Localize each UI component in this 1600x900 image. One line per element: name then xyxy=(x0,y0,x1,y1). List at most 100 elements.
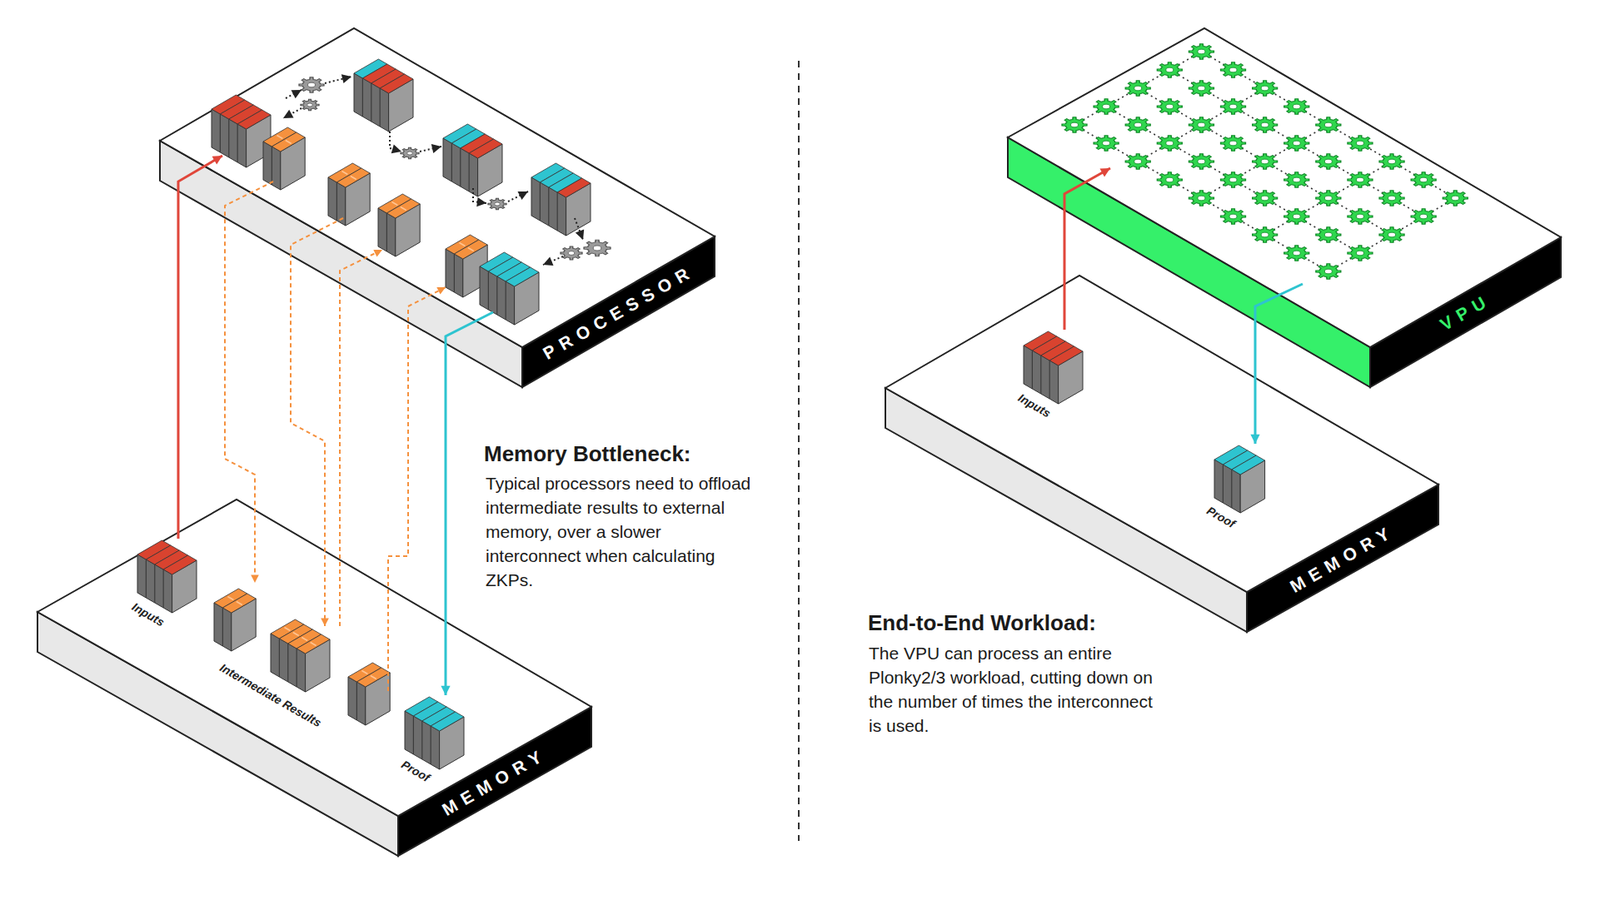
arrow-head xyxy=(320,618,329,627)
gear-icon xyxy=(1156,135,1182,151)
arrow-head xyxy=(575,229,584,241)
data-block xyxy=(214,588,256,652)
gear-icon xyxy=(1379,190,1405,206)
gear-link xyxy=(1328,198,1456,272)
data-block xyxy=(137,540,197,614)
data-flow-arrow xyxy=(178,155,223,539)
gear-icon xyxy=(1221,62,1247,78)
gear-icon xyxy=(1093,135,1119,151)
arrow-head xyxy=(436,287,446,295)
gear-icon xyxy=(1252,227,1278,243)
gear-icon xyxy=(1284,99,1310,115)
gear-icon xyxy=(1189,190,1215,206)
gear-icon xyxy=(1189,117,1215,133)
arrow-head xyxy=(440,686,450,696)
note-heading: End-to-End Workload: xyxy=(867,610,1097,637)
slab-label: VPU xyxy=(1435,289,1495,335)
data-block xyxy=(404,697,464,770)
gear-icon xyxy=(560,246,583,260)
block-label: Inputs xyxy=(1016,391,1053,421)
data-block xyxy=(531,163,591,236)
processor-slab: PROCESSOR xyxy=(159,28,715,388)
flow-arrow xyxy=(389,131,402,154)
transfer-arrow xyxy=(339,249,383,627)
arrow-head xyxy=(391,144,402,155)
gear-link xyxy=(1106,106,1361,254)
gear-icon xyxy=(1315,154,1341,170)
gear-icon xyxy=(1379,154,1405,170)
gear-icon xyxy=(1221,172,1247,188)
gear-icon xyxy=(1347,172,1373,188)
transfer-arrow xyxy=(388,287,446,692)
data-flow-arrow xyxy=(440,312,494,696)
arrow-head xyxy=(291,89,303,99)
gear-link xyxy=(1169,69,1424,217)
data-block xyxy=(270,619,330,693)
transfer-arrow xyxy=(290,218,344,627)
flow-arrow xyxy=(574,218,584,240)
arrow-head xyxy=(212,155,224,165)
flow-arrow xyxy=(283,108,302,119)
gear-icon xyxy=(1315,190,1341,206)
divider-line xyxy=(797,60,800,842)
block-label: Inputs xyxy=(129,600,167,630)
note-heading: Memory Bottleneck: xyxy=(483,441,692,468)
gear-icon xyxy=(1221,99,1247,115)
gear-icon xyxy=(1347,135,1373,151)
gear-icon xyxy=(1125,117,1151,133)
gear-link xyxy=(1265,161,1392,235)
gear-icon xyxy=(1156,99,1182,115)
data-block xyxy=(328,163,370,226)
data-flow-arrow xyxy=(1250,284,1303,444)
flow-arrow xyxy=(324,74,352,84)
arrow-head xyxy=(1100,168,1112,177)
flow-arrow xyxy=(543,256,564,266)
gear-icon xyxy=(1156,172,1182,188)
gear-icon xyxy=(400,147,419,160)
data-block-node: Inputs xyxy=(1002,329,1087,434)
arrow-head xyxy=(431,144,442,154)
gear-icon xyxy=(1221,209,1247,225)
arrow-head xyxy=(341,74,352,84)
gear-icon xyxy=(1284,245,1310,261)
gear-icon xyxy=(583,239,611,257)
arrow-head xyxy=(250,574,260,584)
arrow-head xyxy=(373,249,383,258)
data-flow-arrow xyxy=(1064,168,1111,330)
gear-icon xyxy=(488,198,507,210)
data-block xyxy=(443,124,503,197)
data-block xyxy=(211,94,271,168)
gear-icon xyxy=(1315,264,1341,280)
data-block xyxy=(1023,331,1083,404)
gear-icon xyxy=(1284,135,1310,151)
block-label: Proof xyxy=(1204,503,1238,531)
gear-link xyxy=(1137,88,1392,235)
gear-icon xyxy=(1221,135,1247,151)
gear-icon xyxy=(1125,154,1151,170)
arrow-head xyxy=(476,197,487,207)
data-block xyxy=(1214,445,1266,514)
gear-icon xyxy=(1252,190,1278,206)
gear-icon xyxy=(1252,117,1278,133)
data-block-node: Inputs xyxy=(116,538,201,643)
gear-icon xyxy=(1442,190,1468,206)
gear-icon xyxy=(1189,154,1215,170)
data-block xyxy=(378,194,420,257)
gear-icon xyxy=(1061,117,1087,133)
gear-link xyxy=(1201,124,1328,199)
gear-icon xyxy=(299,77,324,93)
gear-icon xyxy=(1315,117,1341,133)
gear-icon xyxy=(300,99,320,111)
slab-label: PROCESSOR xyxy=(538,260,698,364)
memory-slab: MEMORYInputsProof xyxy=(885,275,1439,633)
gear-icon xyxy=(1410,209,1436,225)
gear-icon xyxy=(1156,62,1182,78)
gear-link xyxy=(1137,88,1265,162)
gear-icon xyxy=(1252,154,1278,170)
block-label: Proof xyxy=(398,757,433,785)
transfer-arrow xyxy=(224,181,274,584)
gear-icon xyxy=(1315,227,1341,243)
arrow-head xyxy=(543,257,554,266)
gear-icon xyxy=(1252,80,1278,96)
